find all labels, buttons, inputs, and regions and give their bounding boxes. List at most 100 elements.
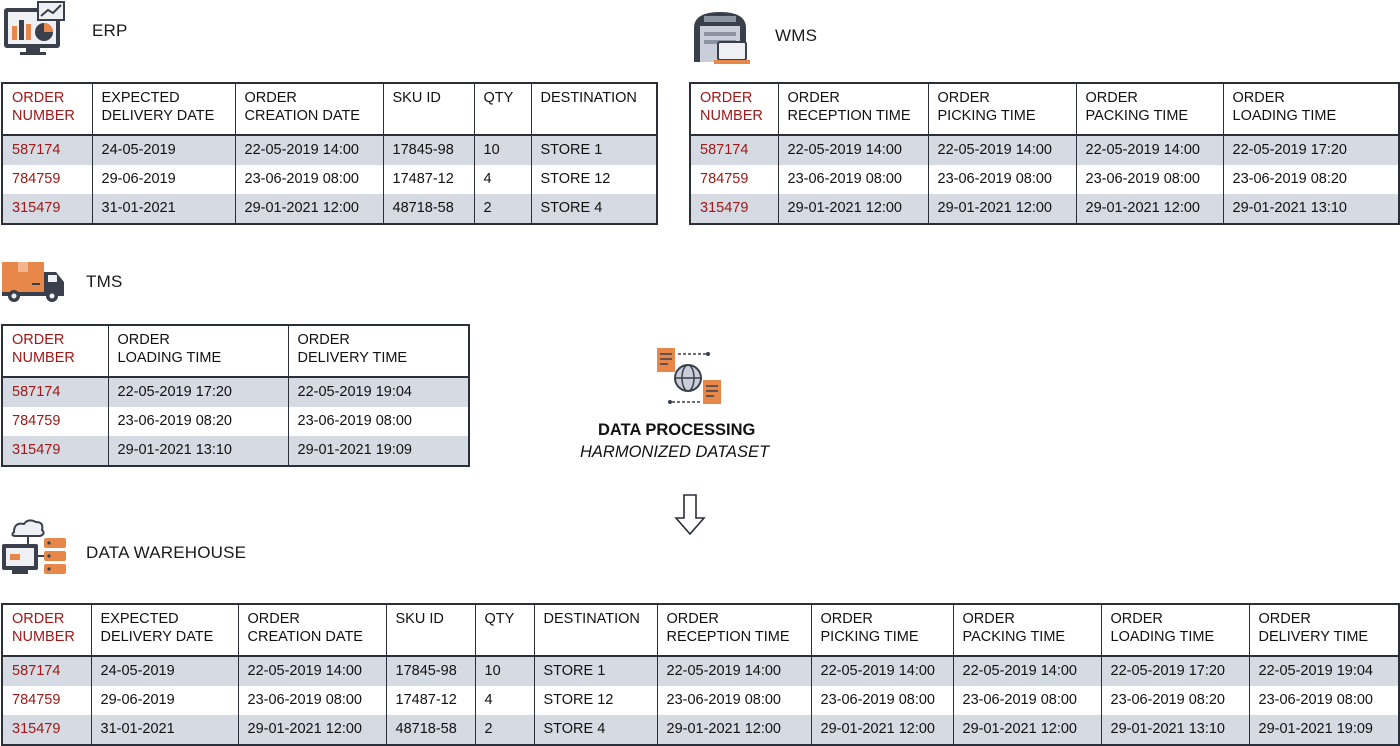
table-cell: 23-06-2019 08:00 — [237, 686, 386, 715]
table-cell: 29-01-2021 12:00 — [777, 194, 928, 224]
table-cell: 17845-98 — [385, 656, 475, 686]
header-line: DESTINATION — [540, 90, 637, 106]
header-line: EXPECTED — [100, 611, 179, 627]
header-line: LOADING TIME — [117, 350, 222, 366]
order-number-cell: 784759 — [700, 171, 749, 187]
order-number-cell: 315479 — [2, 436, 108, 466]
erp-column-header: DESTINATION — [530, 83, 657, 136]
warehouse-laptop-icon — [690, 6, 752, 66]
dw-column-header: ORDER CREATION DATE — [237, 604, 386, 657]
header-line: PACKING TIME — [1085, 108, 1189, 124]
tms-label: TMS — [86, 272, 123, 291]
table-cell: 23-06-2019 08:00 — [952, 686, 1101, 715]
table-cell: 29-01-2021 13:10 — [1100, 715, 1249, 745]
header-line: ORDER — [787, 90, 840, 106]
header-line: CREATION DATE — [244, 108, 360, 124]
header-line: CREATION DATE — [247, 629, 363, 645]
header-line: ORDER — [12, 611, 65, 627]
table-cell: 29-01-2021 13:10 — [1222, 194, 1399, 224]
header-line: PICKING TIME — [820, 629, 919, 645]
order-number-cell: 315479 — [2, 194, 92, 224]
header-line: NUMBER — [12, 350, 75, 366]
order-number-cell: 784759 — [12, 171, 61, 187]
table-cell: 22-05-2019 19:04 — [1248, 656, 1399, 686]
header-line: ORDER — [1085, 90, 1138, 106]
header-line: ORDER — [962, 611, 1015, 627]
table-cell: 29-01-2021 12:00 — [237, 715, 386, 745]
dw-column-header: QTY — [474, 604, 534, 657]
order-number-cell: 587174 — [2, 135, 92, 165]
table-cell: 4 — [473, 165, 531, 194]
header-line: ORDER — [247, 611, 300, 627]
erp-column-header: ORDER CREATION DATE — [234, 83, 383, 136]
table-cell: 10 — [473, 135, 531, 165]
table-cell: 23-06-2019 08:00 — [1075, 165, 1223, 194]
delivery-truck-icon — [0, 258, 68, 304]
header-line: ORDER — [1258, 611, 1311, 627]
order-number-cell: 587174 — [2, 377, 108, 407]
table-cell: 17845-98 — [382, 135, 474, 165]
database-server-icon — [0, 518, 68, 584]
order-number-cell: 784759 — [12, 413, 61, 429]
table-cell: 22-05-2019 14:00 — [810, 656, 953, 686]
dw-column-header: DESTINATION — [533, 604, 657, 657]
header-line: ORDER — [937, 90, 990, 106]
table-cell: 17487-12 — [385, 686, 475, 715]
table-cell: 29-01-2021 12:00 — [656, 715, 811, 745]
table-cell: 22-05-2019 14:00 — [237, 656, 386, 686]
table-cell: 23-06-2019 08:20 — [1222, 165, 1399, 194]
header-line: NUMBER — [12, 108, 75, 124]
header-line: DESTINATION — [543, 611, 640, 627]
table-cell: 22-05-2019 14:00 — [927, 135, 1076, 165]
header-line: SKU ID — [392, 90, 441, 106]
table-cell: STORE 12 — [530, 165, 657, 194]
header-line: QTY — [484, 611, 515, 627]
dw-column-header: ORDER LOADING TIME — [1100, 604, 1249, 657]
table-cell: 23-06-2019 08:00 — [234, 165, 383, 194]
header-line: ORDER — [12, 90, 65, 106]
header-line: PICKING TIME — [937, 108, 1036, 124]
table-cell: 31-01-2021 — [91, 194, 235, 224]
header-line: SKU ID — [395, 611, 444, 627]
header-line: ORDER — [117, 332, 170, 348]
header-line: ORDER — [666, 611, 719, 627]
table-cell: 24-05-2019 — [90, 656, 238, 686]
header-line: ORDER — [244, 90, 297, 106]
order-number-cell: 315479 — [690, 194, 778, 224]
table-cell: 23-06-2019 08:20 — [1100, 686, 1249, 715]
table-cell: 10 — [474, 656, 534, 686]
header-line: ORDER — [820, 611, 873, 627]
table-cell: 29-01-2021 12:00 — [810, 715, 953, 745]
table-cell: 23-06-2019 08:00 — [287, 407, 469, 436]
header-line: ORDER — [1110, 611, 1163, 627]
table-cell: 22-05-2019 17:20 — [1222, 135, 1399, 165]
header-line: LOADING TIME — [1110, 629, 1215, 645]
table-cell: 29-01-2021 12:00 — [234, 194, 383, 224]
processing-subtitle: HARMONIZED DATASET — [580, 443, 770, 461]
table-cell: 48718-58 — [382, 194, 474, 224]
erp-label: ERP — [92, 21, 128, 40]
table-cell: 29-01-2021 12:00 — [952, 715, 1101, 745]
table-cell: 22-05-2019 14:00 — [1075, 135, 1223, 165]
header-line: LOADING TIME — [1232, 108, 1337, 124]
header-line: DELIVERY DATE — [101, 108, 215, 124]
table-cell: 22-05-2019 14:00 — [777, 135, 928, 165]
table-cell: 29-01-2021 13:10 — [107, 436, 288, 466]
table-cell: 29-06-2019 — [90, 686, 238, 715]
erp-column-header: ORDER NUMBER — [2, 83, 92, 136]
order-number-cell: 587174 — [2, 656, 91, 686]
